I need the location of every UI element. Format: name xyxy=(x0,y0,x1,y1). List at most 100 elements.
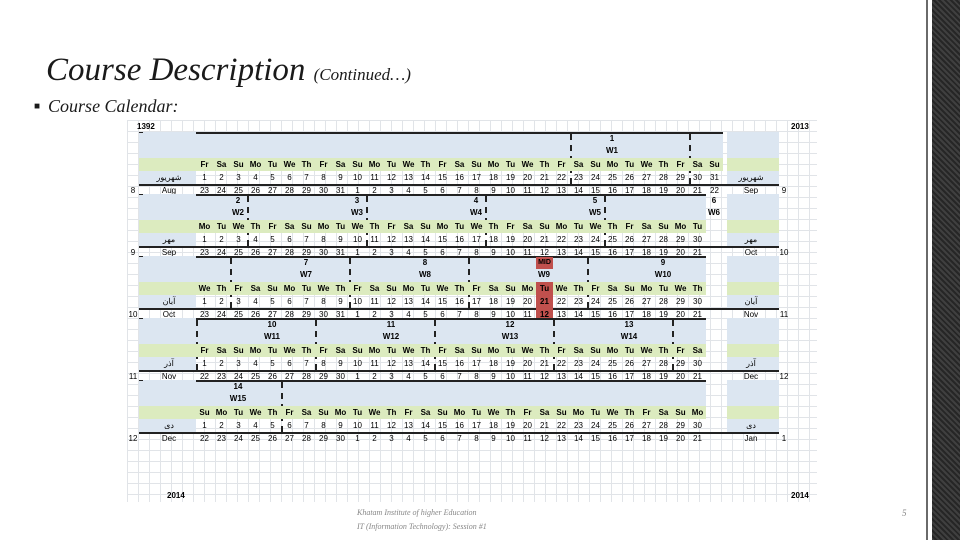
right-month-index: 10 xyxy=(779,248,789,257)
gregorian-date-cell: 8 xyxy=(474,310,479,319)
gregorian-date-cell: 27 xyxy=(268,310,277,319)
persian-date-cell: 11 xyxy=(370,297,379,306)
gregorian-date-cell: 12 xyxy=(540,248,549,257)
persian-date-cell: 12 xyxy=(387,173,396,182)
weekday-cell: Su xyxy=(434,406,451,419)
weekday-cell: Sa xyxy=(638,220,655,233)
weekday-cell: Su xyxy=(196,406,213,419)
gregorian-date-cell: 4 xyxy=(406,310,411,319)
weekday-cell: Mo xyxy=(400,282,417,295)
right-month-index: 9 xyxy=(781,186,787,195)
weekday-cell: We xyxy=(315,282,332,295)
gregorian-date-cell: 10 xyxy=(506,186,515,195)
gregorian-date-cell: 29 xyxy=(302,248,311,257)
frame-line-top xyxy=(196,256,706,258)
persian-date-cell: 13 xyxy=(404,297,413,306)
gregorian-date-cell: 1 xyxy=(355,248,360,257)
gregorian-date-cell: 5 xyxy=(423,186,428,195)
gregorian-date-cell: 26 xyxy=(251,186,260,195)
persian-date-cell: 10 xyxy=(353,359,362,368)
left-month-index: 8 xyxy=(130,186,136,195)
week-label: W8 xyxy=(419,270,431,279)
gregorian-date-cell: 26 xyxy=(251,310,260,319)
persian-date-cell: 3 xyxy=(236,297,241,306)
gregorian-date-cell: 28 xyxy=(302,434,311,443)
persian-date-cell: 22 xyxy=(557,297,566,306)
gregorian-date-cell: 16 xyxy=(608,434,617,443)
gregorian-date-cell: 3 xyxy=(389,310,394,319)
persian-date-cell: 27 xyxy=(642,297,651,306)
weekday-cell: Sa xyxy=(332,344,349,357)
weekday-cell: Th xyxy=(621,406,638,419)
week-number: 13 xyxy=(624,320,634,329)
weekday-cell: Fr xyxy=(434,158,451,171)
gregorian-date-cell: 13 xyxy=(557,372,566,381)
gregorian-date-cell: 10 xyxy=(506,248,515,257)
persian-date-cell: 24 xyxy=(591,173,600,182)
gregorian-date-cell: 19 xyxy=(659,372,668,381)
gregorian-date-cell: 11 xyxy=(523,434,532,443)
weekday-cell: Mo xyxy=(366,158,383,171)
weekday-cell: Sa xyxy=(451,344,468,357)
gregorian-date-cell: 13 xyxy=(557,310,566,319)
footer-session: IT (Information Technology): Session #1 xyxy=(357,522,487,531)
weekday-cell: Su xyxy=(672,406,689,419)
persian-date-cell: 17 xyxy=(472,421,481,430)
weekday-cell: Sa xyxy=(536,406,553,419)
weekday-cell: Fr xyxy=(264,220,281,233)
gregorian-date-cell: 14 xyxy=(574,372,583,381)
gregorian-date-cell: 25 xyxy=(234,186,243,195)
gregorian-date-cell: 28 xyxy=(285,248,294,257)
gregorian-date-cell: 27 xyxy=(268,248,277,257)
persian-date-cell: 2 xyxy=(219,297,224,306)
gregorian-date-cell: 30 xyxy=(336,372,345,381)
week-header-panel xyxy=(196,380,706,406)
persian-date-cell: 3 xyxy=(236,421,241,430)
weekday-cell: Tu xyxy=(264,344,281,357)
week-number: 9 xyxy=(660,258,666,267)
weekday-cell: Tu xyxy=(655,282,672,295)
week-header-panel xyxy=(196,132,723,158)
weekday-cell: Mo xyxy=(519,282,536,295)
persian-date-cell: 3 xyxy=(236,235,241,244)
weekday-cell: We xyxy=(468,220,485,233)
persian-date-cell: 7 xyxy=(304,173,309,182)
right-month-index: 12 xyxy=(779,372,789,381)
gregorian-date-cell: 1 xyxy=(355,186,360,195)
weekday-cell: Sa xyxy=(281,220,298,233)
weekday-cell: Mo xyxy=(315,220,332,233)
persian-date-cell: 9 xyxy=(338,173,343,182)
week-header-panel xyxy=(196,256,706,282)
frame-line xyxy=(139,256,143,257)
weekday-cell: Tu xyxy=(213,220,230,233)
persian-date-cell: 30 xyxy=(693,297,702,306)
year-top-right: 2013 xyxy=(791,122,809,131)
weekday-cell: Tu xyxy=(383,344,400,357)
weekday-cell: Fr xyxy=(349,282,366,295)
week-number: 11 xyxy=(386,320,396,329)
gregorian-date-cell: 28 xyxy=(302,372,311,381)
persian-date-cell: 25 xyxy=(608,359,617,368)
week-label: W1 xyxy=(606,146,618,155)
weekday-cell: Su xyxy=(383,282,400,295)
persian-date-cell: 19 xyxy=(506,421,515,430)
week-label: W9 xyxy=(538,270,550,279)
weekday-cell: Fr xyxy=(502,220,519,233)
gregorian-date-cell: 17 xyxy=(625,186,634,195)
gregorian-date-cell: 30 xyxy=(336,434,345,443)
weekday-cell: Mo xyxy=(570,406,587,419)
gregorian-date-cell: 15 xyxy=(591,186,600,195)
week-label: W4 xyxy=(470,208,482,217)
weekday-cell: Su xyxy=(264,282,281,295)
persian-date-cell: 24 xyxy=(591,235,600,244)
persian-date-cell: 25 xyxy=(608,173,617,182)
left-month-persian: مهر xyxy=(162,235,176,244)
frame-line-bottom xyxy=(139,308,779,310)
gregorian-date-cell: 27 xyxy=(285,372,294,381)
week-number: 12 xyxy=(505,320,515,329)
gregorian-date-cell: 25 xyxy=(251,434,260,443)
persian-date-cell: 22 xyxy=(557,173,566,182)
persian-date-cell: 7 xyxy=(304,421,309,430)
weekday-cell: Mo xyxy=(213,406,230,419)
